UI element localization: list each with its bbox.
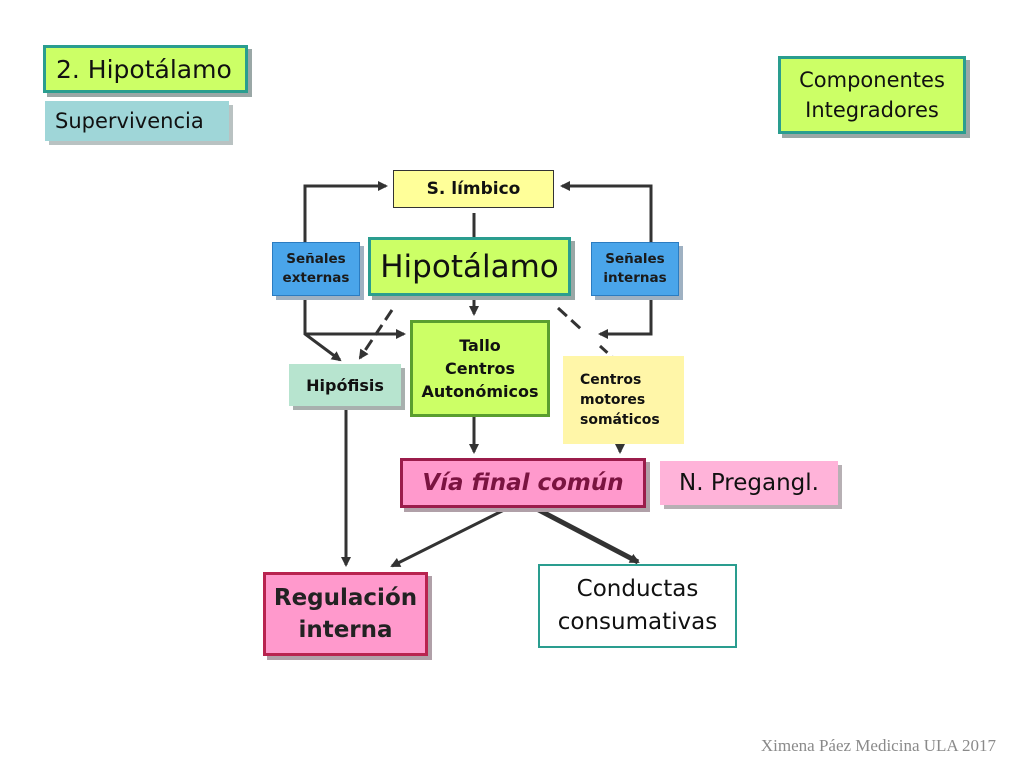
centros-line-2: motores — [580, 391, 646, 408]
arrow-hipot-to-hipofisis — [358, 309, 394, 360]
components-label: Componentes Integradores — [778, 56, 966, 134]
arrow-via-to-regul — [390, 506, 509, 568]
node-senales-externas: Señales externas — [272, 242, 360, 296]
senales-internas-line-2: internas — [603, 270, 667, 286]
tallo-line-3: Autonómicos — [421, 382, 539, 402]
components-line-1: Componentes — [799, 67, 945, 92]
tallo-line-2: Centros — [444, 358, 516, 378]
node-conductas: Conductas consumativas — [538, 564, 737, 648]
footer-credit: Ximena Páez Medicina ULA 2017 — [760, 736, 996, 755]
node-pregangl: N. Pregangl. — [660, 461, 838, 505]
arrow-via-to-conductas — [533, 505, 640, 565]
node-regulacion: Regulación interna — [263, 572, 428, 656]
node-via-final: Vía final común — [400, 458, 646, 508]
node-tallo: Tallo Centros Autonómicos — [410, 320, 550, 417]
node-centros-motores: Centros motores somáticos — [563, 356, 684, 444]
conductas-line-1: Conductas — [576, 575, 699, 602]
node-limbico: S. límbico — [393, 170, 554, 208]
tallo-line-1: Tallo — [459, 335, 501, 355]
components-line-2: Integradores — [805, 98, 939, 122]
node-senales-internas: Señales internas — [591, 242, 679, 296]
node-hipofisis: Hipófisis — [289, 364, 401, 406]
centros-line-3: somáticos — [580, 412, 660, 429]
senales-internas-line-1: Señales — [605, 251, 665, 268]
arrow-hipot-to-centros — [556, 306, 584, 332]
arrow-right-loop — [560, 181, 653, 242]
slide-title: 2. Hipotálamo — [43, 45, 248, 93]
senales-externas-line-2: externas — [282, 270, 350, 286]
node-hipotalamo: Hipotálamo — [368, 237, 571, 296]
arrow-right-column — [598, 296, 653, 339]
senales-externas-line-1: Señales — [286, 251, 346, 268]
arrow-left-loop — [303, 181, 388, 242]
conductas-line-2: consumativas — [557, 609, 718, 635]
subtitle-badge: Supervivencia — [45, 101, 229, 141]
regulacion-line-2: interna — [298, 617, 393, 643]
centros-line-1: Centros — [580, 371, 642, 388]
arrow-left-column — [303, 296, 342, 362]
regulacion-line-1: Regulación — [273, 584, 418, 611]
